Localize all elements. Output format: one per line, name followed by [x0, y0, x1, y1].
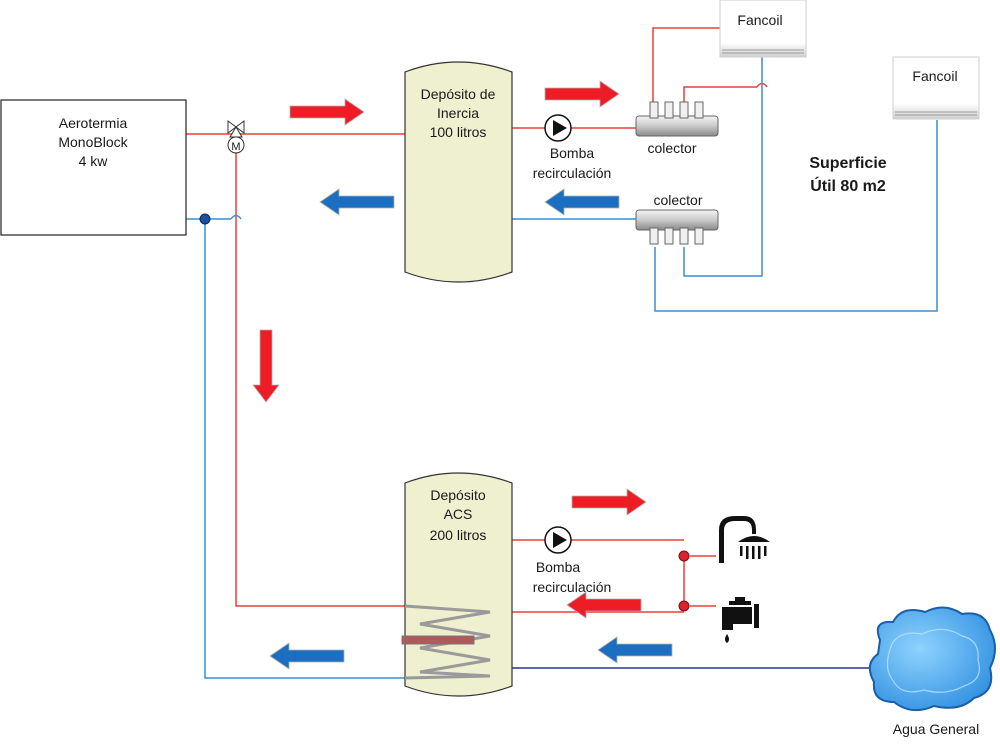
dhw-tank-label-line-3: 200 litros	[430, 527, 487, 543]
manifold-outlet	[664, 227, 674, 245]
shower-junction-dot	[678, 550, 690, 562]
dhw-tank-label-line-2: ACS	[444, 506, 473, 522]
water-supply-icon	[868, 606, 996, 712]
manifold-supply-body	[635, 115, 719, 137]
manifold-return-label: colector	[653, 192, 702, 208]
shower-icon	[719, 516, 770, 563]
water-drop	[740, 546, 743, 556]
manifold-outlet	[649, 101, 659, 119]
manifold-outlet	[694, 101, 704, 119]
hot-flow-arrow-icon	[289, 98, 365, 126]
area-note-line-2: Útil 80 m2	[810, 176, 886, 195]
water-surface-shape	[886, 628, 980, 693]
return-junction-dot	[199, 213, 211, 225]
dhw-tank-label-line-1: Depósito	[430, 487, 485, 503]
manifold-supply-label: colector	[647, 140, 696, 156]
manifold-return: colector	[635, 192, 719, 245]
water-drop	[764, 546, 767, 556]
water-drop	[725, 634, 729, 643]
cold-flow-arrow-icon	[544, 188, 620, 216]
heat-pump-label-line-1: Aerotermia	[59, 115, 128, 131]
fancoil-2-unit	[892, 56, 980, 120]
pump-top-label-line-1: Bomba	[550, 145, 595, 161]
dhw-heating-coil	[404, 604, 491, 680]
cold-flow-arrow-icon	[269, 642, 345, 670]
hot-flow-arrow-icon	[544, 80, 620, 108]
supply-pipe-fancoil-1	[652, 27, 720, 103]
return-pipe-fancoil-2	[654, 120, 938, 312]
pipe-crossover-return	[230, 214, 242, 220]
manifold-outlet	[694, 227, 704, 245]
fancoil-1-unit	[719, 0, 807, 58]
inertia-tank-body	[404, 61, 513, 283]
inertia-tank: Depósito de Inercia 100 litros	[404, 61, 513, 283]
manifold-outlet	[649, 227, 659, 245]
supply-pipe-to-dhw-coil	[235, 140, 405, 607]
manifold-supply: colector	[635, 101, 719, 156]
hot-flow-arrow-down-icon	[252, 329, 280, 403]
cold-flow-arrow-icon	[597, 636, 673, 664]
pump-bottom-label-line-2: recirculación	[533, 579, 612, 595]
valve-motor-letter: M	[231, 141, 240, 153]
fancoil-2-label: Fancoil	[912, 68, 957, 84]
tap-icon	[722, 597, 759, 643]
return-pipe-dhw-to-heatpump	[204, 219, 405, 679]
manifold-return-body	[635, 209, 719, 231]
water-drop	[752, 546, 755, 559]
circulation-pump-bottom: Bomba recirculación	[533, 526, 612, 595]
heat-pump-label-line-3: 4 kw	[79, 153, 109, 169]
heat-pump-label-line-2: MonoBlock	[58, 134, 128, 150]
inertia-tank-label-line-3: 100 litros	[430, 124, 487, 140]
valve-body-left	[227, 120, 237, 134]
fancoil-2: Fancoil	[892, 56, 980, 120]
pump-top-label-line-2: recirculación	[533, 165, 612, 181]
area-note-line-1: Superficie	[809, 155, 886, 172]
three-way-valve: M	[227, 120, 245, 154]
heat-pump-box	[0, 99, 187, 236]
electric-heater-element	[401, 635, 475, 645]
fancoil-1: Fancoil	[719, 0, 807, 58]
valve-motor-icon	[227, 136, 245, 154]
tap-wall-plate	[754, 604, 759, 628]
pump-direction-icon	[553, 120, 567, 136]
tap-handle-shape	[735, 597, 745, 602]
cold-pipes	[186, 57, 938, 679]
dhw-tank: Depósito ACS 200 litros	[401, 472, 513, 697]
tap-spout-shape	[722, 607, 752, 630]
tap-handle-bar	[729, 601, 751, 605]
hot-flow-arrow-icon	[571, 488, 647, 516]
supply-pipe-fancoil-2	[683, 86, 757, 103]
inertia-tank-label-line-1: Depósito de	[421, 86, 496, 102]
circulation-pump-top: Bomba recirculación	[533, 114, 612, 181]
hot-pipes	[186, 27, 768, 613]
water-supply-label: Agua General	[893, 721, 979, 737]
return-flow-arrow-icon	[566, 591, 642, 619]
fancoil-1-label: Fancoil	[737, 12, 782, 28]
tap-junction-dot	[678, 600, 690, 612]
return-pipe-fancoil-1	[683, 57, 763, 277]
cold-flow-arrow-icon	[319, 188, 395, 216]
water-supply-pool: Agua General	[868, 606, 996, 737]
manifold-outlet	[679, 101, 689, 119]
manifold-outlet	[679, 227, 689, 245]
shower-pipe-shape	[719, 516, 756, 563]
shower-head-shape	[738, 536, 770, 542]
pump-bottom-label-line-1: Bomba	[536, 559, 581, 575]
water-drop	[758, 546, 761, 559]
flow-arrows	[252, 80, 673, 670]
water-drop	[746, 546, 749, 559]
heat-pump-unit: Aerotermia MonoBlock 4 kw	[0, 99, 187, 236]
inertia-tank-label-line-2: Inercia	[437, 105, 479, 121]
pump-direction-icon	[553, 532, 567, 548]
manifold-outlet	[664, 101, 674, 119]
valve-body-right	[235, 120, 245, 134]
